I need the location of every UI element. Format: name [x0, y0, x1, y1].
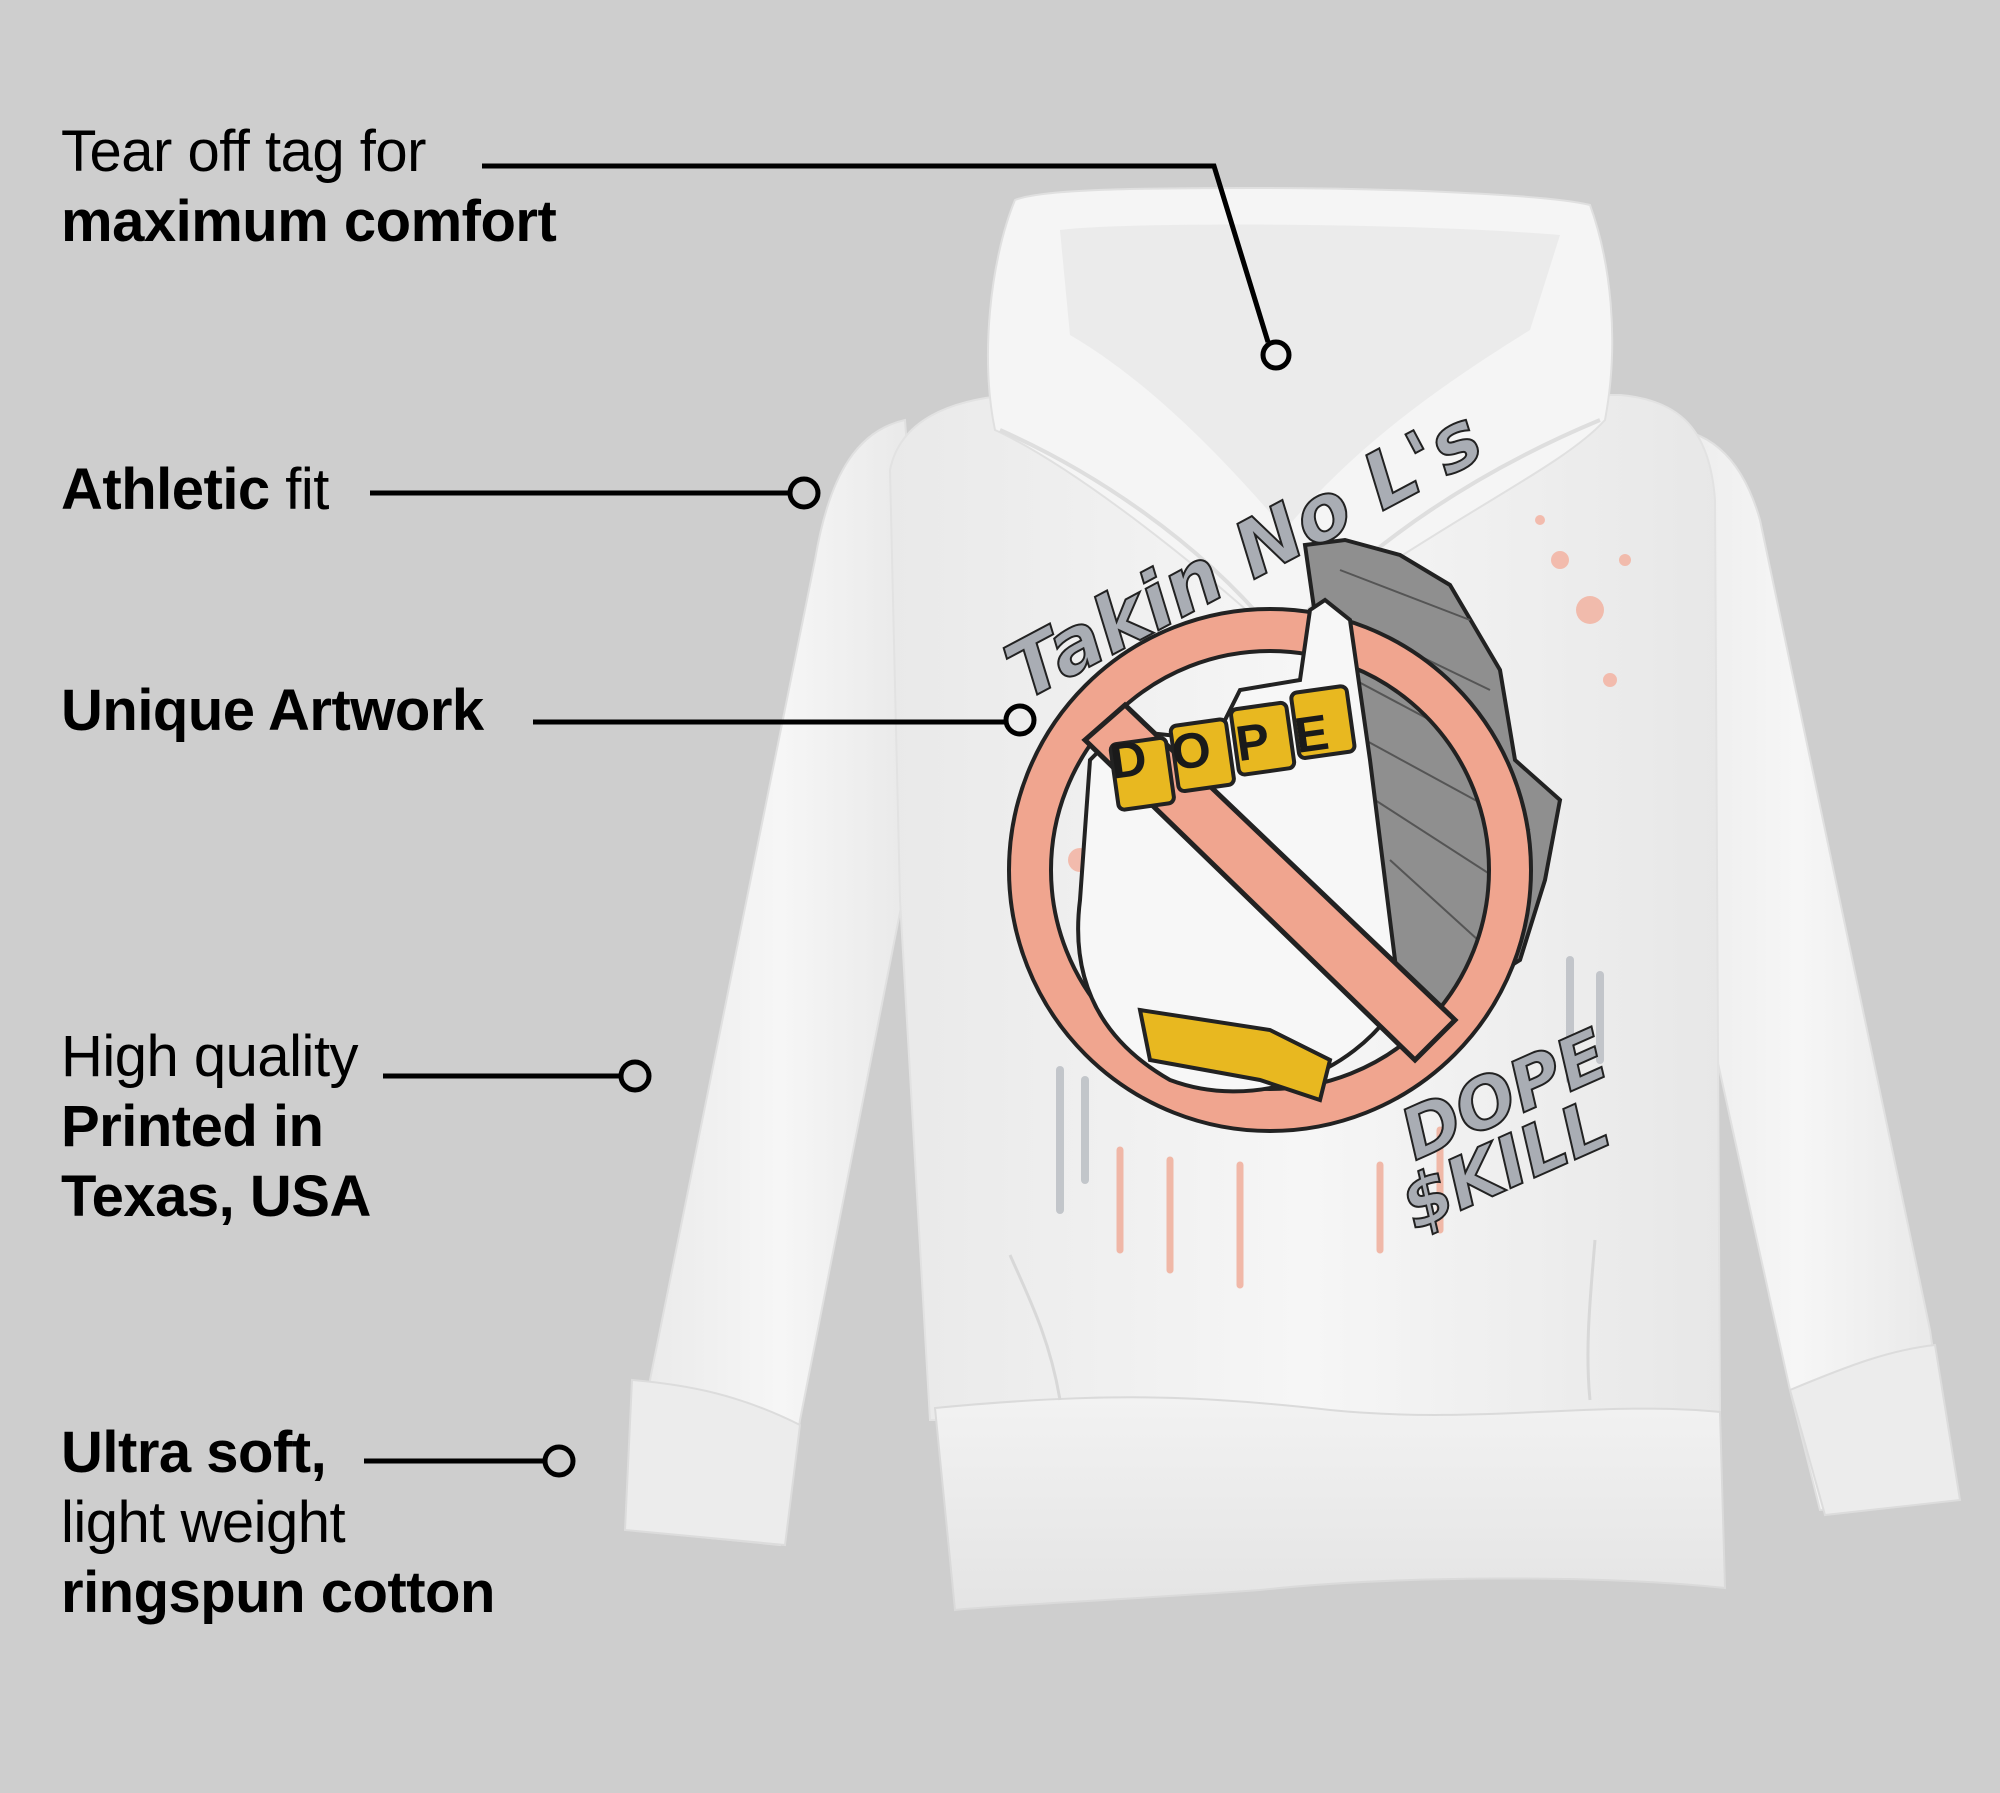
feature-printed-in-texas: High quality Printed in Texas, USA [61, 1022, 371, 1232]
feature-unique-artwork: Unique Artwork [61, 676, 484, 746]
hoodie-waistband [933, 1396, 1727, 1612]
kangaroo-pocket [1008, 1239, 1597, 1401]
feature-text-bold: Unique Artwork [61, 678, 484, 743]
callout-lines [364, 163, 1292, 1478]
grey-drips [1056, 956, 1604, 1214]
feature-text: light weight [61, 1490, 346, 1555]
feature-text-bold: ringspun cotton [61, 1560, 495, 1625]
gold-chain [1137, 1007, 1333, 1103]
salmon-drips [1116, 1126, 1444, 1289]
callout-dot-tear-off-tag [1260, 339, 1292, 371]
feature-text: Tear off tag for [61, 119, 426, 184]
feature-text: High quality [61, 1024, 359, 1089]
feature-athletic-fit: Athletic fit [61, 455, 329, 525]
feature-text: fit [269, 457, 329, 522]
callout-dot-unique-artwork [1003, 703, 1037, 737]
callout-dot-athletic-fit [787, 476, 821, 510]
feature-text-bold: Printed in [61, 1094, 324, 1159]
feature-text-bold: Athletic [61, 457, 270, 522]
prohibition-slash [1081, 701, 1459, 1064]
feature-ultra-soft: Ultra soft, light weight ringspun cotton [61, 1418, 495, 1628]
callout-dot-printed [618, 1059, 652, 1093]
callout-dot-ultra-soft [542, 1444, 576, 1478]
feature-text-bold: Ultra soft, [61, 1420, 327, 1485]
feature-tear-off-tag: Tear off tag for maximum comfort [61, 117, 557, 257]
left-sleeve [623, 418, 932, 1547]
feature-text-bold: maximum comfort [61, 189, 557, 254]
feature-text-bold: Texas, USA [61, 1164, 371, 1229]
right-sleeve [1638, 427, 1962, 1517]
callout-line-tear-off-tag [482, 163, 1271, 343]
